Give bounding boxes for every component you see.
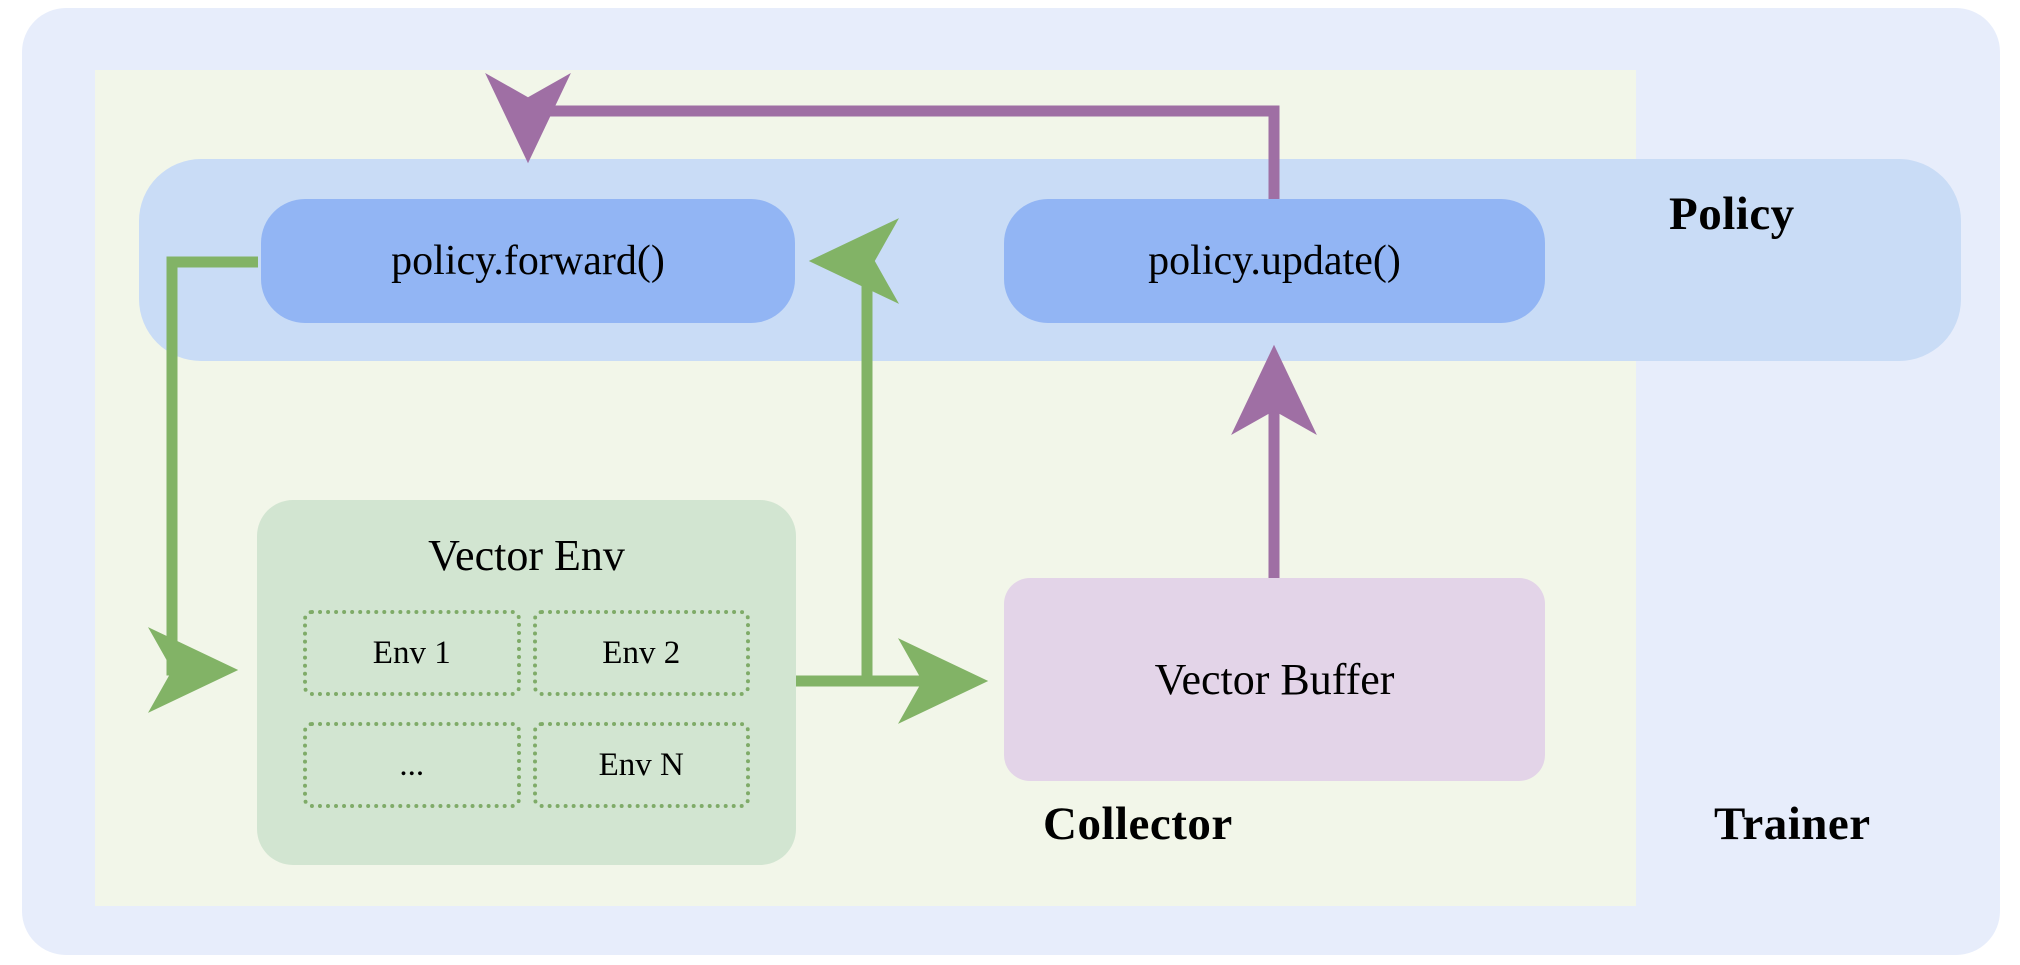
env-grid: Env 1 Env 2 ... Env N — [257, 610, 796, 808]
node-vector-env[interactable]: Vector Env Env 1 Env 2 ... Env N — [257, 500, 796, 865]
region-label-policy: Policy — [1669, 188, 1795, 240]
region-label-collector: Collector — [1043, 798, 1233, 850]
region-label-trainer: Trainer — [1714, 798, 1871, 850]
env-cell[interactable]: Env N — [532, 722, 750, 808]
env-cell[interactable]: ... — [303, 722, 521, 808]
env-cell[interactable]: Env 2 — [532, 610, 750, 696]
node-policy-forward[interactable]: policy.forward() — [261, 199, 795, 323]
vector-env-title: Vector Env — [428, 531, 625, 580]
env-cell[interactable]: Env 1 — [303, 610, 521, 696]
node-policy-update[interactable]: policy.update() — [1004, 199, 1545, 323]
node-vector-buffer[interactable]: Vector Buffer — [1004, 578, 1545, 781]
